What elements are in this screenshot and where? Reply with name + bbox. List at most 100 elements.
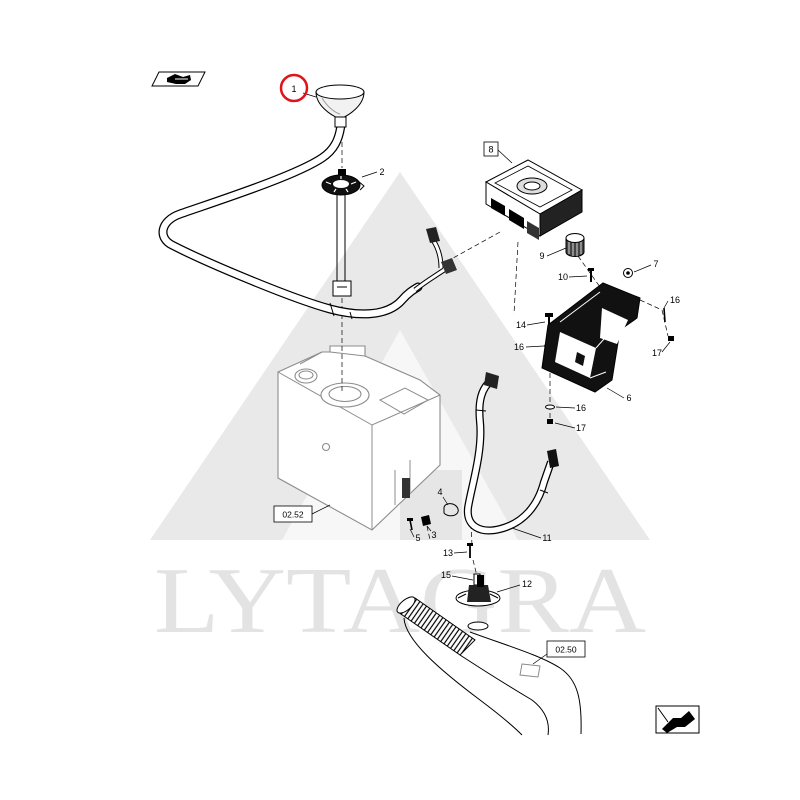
intake-pipe[interactable] bbox=[394, 594, 582, 736]
filter[interactable] bbox=[565, 233, 585, 257]
control-unit[interactable] bbox=[484, 159, 584, 240]
bolt-13-head bbox=[467, 543, 473, 546]
callout-5[interactable]: 5 bbox=[415, 533, 420, 543]
ref-tank[interactable]: 02.52 bbox=[282, 510, 304, 520]
callout-17-lower[interactable]: 17 bbox=[576, 423, 586, 433]
ecu-connector bbox=[509, 209, 524, 229]
tank-top-step bbox=[299, 351, 366, 365]
leader bbox=[633, 264, 652, 273]
dash-line bbox=[445, 231, 501, 263]
ecu-top-border bbox=[494, 165, 573, 208]
leader-lines bbox=[302, 92, 671, 665]
hose-connector bbox=[547, 449, 559, 468]
bolt-14-head bbox=[545, 313, 553, 317]
bracket-opening bbox=[555, 332, 596, 378]
clip-4 bbox=[443, 503, 459, 517]
callout-2[interactable]: 2 bbox=[379, 167, 384, 177]
callout-12[interactable]: 12 bbox=[522, 579, 532, 589]
callout-14[interactable]: 14 bbox=[516, 320, 526, 330]
filler-cap[interactable] bbox=[315, 84, 365, 128]
icon-arrow bbox=[662, 711, 695, 733]
leader bbox=[496, 584, 521, 593]
callout-7[interactable]: 7 bbox=[653, 259, 658, 269]
cap-rim bbox=[315, 84, 365, 100]
ref-pipe[interactable]: 02.50 bbox=[555, 645, 577, 655]
leader bbox=[555, 406, 576, 409]
pipe-inner-edge bbox=[459, 654, 549, 736]
nut-17-right bbox=[668, 336, 674, 341]
hose-clamp bbox=[329, 302, 353, 320]
ecu-side bbox=[539, 189, 583, 237]
callout-17-right[interactable]: 17 bbox=[652, 348, 662, 358]
assembly-lines bbox=[341, 126, 669, 577]
filter-ribs bbox=[568, 241, 582, 256]
screw-10-head bbox=[588, 268, 594, 271]
ecu-connector bbox=[491, 198, 505, 216]
leader bbox=[661, 341, 671, 353]
hose-connector bbox=[484, 372, 499, 389]
reference-boxes: 02.52 02.50 bbox=[273, 505, 586, 658]
screw-16-right bbox=[663, 307, 666, 323]
hose-connector bbox=[426, 227, 440, 243]
leader bbox=[526, 321, 546, 326]
pump-flange bbox=[457, 593, 499, 599]
callout-11[interactable]: 11 bbox=[542, 533, 551, 543]
leader bbox=[532, 653, 548, 665]
cap-neck bbox=[334, 116, 347, 128]
filter-top bbox=[565, 233, 585, 243]
bracket-hole bbox=[575, 352, 585, 366]
bracket[interactable] bbox=[541, 282, 641, 393]
callout-16-right[interactable]: 16 bbox=[670, 295, 680, 305]
pipe-left-edge bbox=[403, 617, 523, 736]
callout-16-lower[interactable]: 16 bbox=[576, 403, 586, 413]
callout-15[interactable]: 15 bbox=[441, 570, 451, 580]
sender-flange-slots bbox=[325, 176, 357, 193]
callout-8[interactable]: 8 bbox=[488, 145, 493, 155]
next-page-icon[interactable] bbox=[655, 705, 700, 734]
sender-float bbox=[332, 280, 352, 297]
highlight-circle[interactable] bbox=[279, 73, 309, 103]
callouts: 1 2 3 4 5 6 7 8 9 10 11 12 13 14 15 16 1… bbox=[279, 73, 680, 589]
pump-body bbox=[467, 585, 491, 602]
ecu-label-center bbox=[523, 181, 541, 191]
leader bbox=[663, 300, 669, 309]
dash-line bbox=[513, 241, 519, 315]
pump[interactable] bbox=[455, 575, 501, 607]
sender-flange-center bbox=[333, 180, 349, 188]
washer-16-lower bbox=[545, 404, 555, 410]
level-sender[interactable] bbox=[321, 169, 365, 297]
callout-13[interactable]: 13 bbox=[443, 548, 453, 558]
corrugated-hose-end bbox=[396, 596, 416, 614]
hose-connector bbox=[441, 258, 457, 274]
book-hand-icon[interactable] bbox=[151, 71, 206, 87]
callout-6[interactable]: 6 bbox=[626, 393, 631, 403]
nut-17-lower bbox=[547, 419, 553, 424]
leader bbox=[511, 527, 542, 539]
callout-1[interactable]: 1 bbox=[291, 84, 296, 94]
screw-5-head bbox=[407, 518, 413, 521]
callout-8-box bbox=[483, 141, 499, 157]
dash-line bbox=[426, 525, 431, 541]
callout-10[interactable]: 10 bbox=[558, 272, 568, 282]
leader bbox=[568, 275, 588, 278]
sender-rod bbox=[336, 195, 346, 284]
filler-hose[interactable] bbox=[158, 120, 457, 320]
icon-slash bbox=[657, 707, 669, 723]
nut-7-hole bbox=[626, 271, 630, 275]
leader bbox=[311, 504, 331, 515]
leader bbox=[409, 528, 415, 538]
callout-16-left[interactable]: 16 bbox=[514, 342, 524, 352]
watermark-text: LYTAGRA bbox=[154, 549, 646, 653]
tank-recess bbox=[378, 387, 430, 415]
ref-box-tank bbox=[273, 505, 313, 523]
callout-3[interactable]: 3 bbox=[431, 530, 436, 540]
callout-4[interactable]: 4 bbox=[437, 487, 442, 497]
fuel-tank[interactable] bbox=[277, 345, 441, 531]
dash-line bbox=[577, 255, 601, 288]
leader bbox=[606, 387, 625, 399]
leader bbox=[426, 525, 432, 532]
callout-9[interactable]: 9 bbox=[539, 251, 544, 261]
return-hose[interactable] bbox=[463, 372, 559, 535]
leader bbox=[554, 422, 576, 429]
